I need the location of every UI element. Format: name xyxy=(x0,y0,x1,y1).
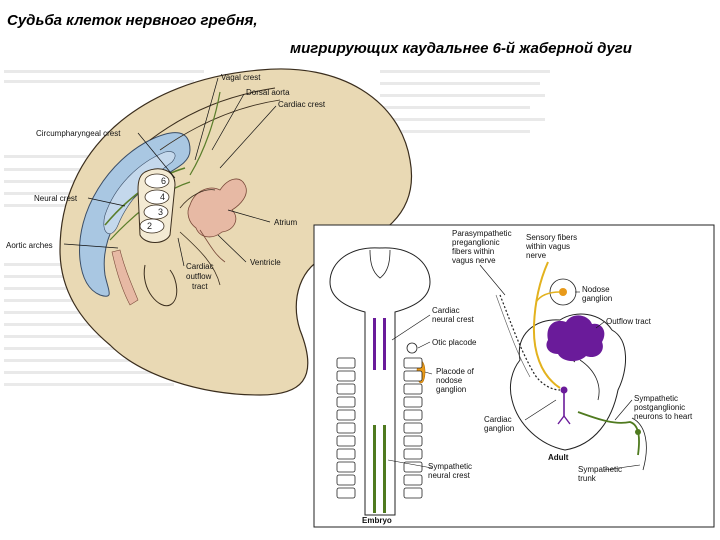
inset-figure: Parasympathetic preganglionic fibers wit… xyxy=(313,224,715,528)
embryo-leader-lines xyxy=(63,77,277,267)
label-otic-placode: Otic placode xyxy=(432,338,477,347)
label-cardiac-neural-crest-2: neural crest xyxy=(432,315,475,324)
label-sympathetic-trunk-1: Sympathetic xyxy=(578,465,622,474)
label-cardiac-ganglion-2: ganglion xyxy=(484,424,514,433)
label-sympathetic-trunk-2: trunk xyxy=(578,474,597,483)
label-parasympathetic-2: preganglionic xyxy=(452,238,500,247)
arch-number: 3 xyxy=(158,207,163,217)
label-sensory-2: within vagus xyxy=(525,242,570,251)
label-cardiac-outflow-2: outflow xyxy=(186,272,212,281)
vagal-crest-line xyxy=(189,91,221,176)
label-placode-nodose-1: Placode of xyxy=(436,367,475,376)
label-parasympathetic-4: vagus nerve xyxy=(452,256,496,265)
label-cardiac-outflow-1: Cardiac xyxy=(186,262,214,271)
sympathetic-crest-bar-right xyxy=(383,425,386,513)
label-sympathetic-neural-crest-1: Sympathetic xyxy=(428,462,472,471)
label-cardiac-outflow-3: tract xyxy=(192,282,208,291)
label-cardiac-neural-crest-1: Cardiac xyxy=(432,306,460,315)
nodose-ganglion xyxy=(559,288,567,296)
label-neural-crest: Neural crest xyxy=(34,194,78,203)
sympathetic-crest-bar-left xyxy=(373,425,376,513)
label-sympathetic-post-1: Sympathetic xyxy=(634,394,678,403)
label-placode-nodose-3: ganglion xyxy=(436,385,466,394)
arch-number: 2 xyxy=(147,221,152,231)
sympathetic-postganglionic xyxy=(577,411,640,456)
label-dorsal-aorta: Dorsal aorta xyxy=(246,88,290,97)
aortic-arch-vessel xyxy=(111,249,139,306)
label-vagal-crest: Vagal crest xyxy=(221,73,261,82)
label-adult: Adult xyxy=(548,453,569,462)
sensory-fibers xyxy=(532,261,561,389)
label-sympathetic-neural-crest-2: neural crest xyxy=(428,471,471,480)
label-parasympathetic-3: fibers within xyxy=(452,247,494,256)
heart-tissue xyxy=(187,178,247,238)
cardiac-ganglion xyxy=(560,386,568,394)
embryo-schematic xyxy=(329,247,431,516)
label-cardiac-ganglion-1: Cardiac xyxy=(484,415,512,424)
slide-title-line-2: мигрирующих каудальнее 6-й жаберной дуги xyxy=(290,40,632,57)
inset-leader-lines xyxy=(387,264,641,471)
cardiac-crest-bar-left xyxy=(373,318,376,370)
label-outflow-tract: Outflow tract xyxy=(606,317,652,326)
otic-placode xyxy=(406,342,418,354)
label-nodose-1: Nodose xyxy=(582,285,610,294)
embryo-figure: 6 4 3 2 Vagal crest Dorsal aorta Cardiac… xyxy=(6,68,413,396)
schematic-head-outline xyxy=(329,247,431,516)
adult-heart xyxy=(495,261,647,471)
label-sympathetic-post-2: postganglionic xyxy=(634,403,685,412)
arch-number: 4 xyxy=(160,192,165,202)
label-embryo: Embryo xyxy=(362,516,392,525)
somites xyxy=(336,357,423,499)
slide-title-line-1: Судьба клеток нервного гребня, xyxy=(7,12,258,29)
label-ventricle: Ventricle xyxy=(250,258,281,267)
label-parasympathetic-1: Parasympathetic xyxy=(452,229,512,238)
outflow-tract xyxy=(546,315,605,362)
arch-number: 6 xyxy=(161,176,166,186)
cardiac-crest-bar-right xyxy=(383,318,386,370)
label-nodose-2: ganglion xyxy=(582,294,612,303)
label-placode-nodose-2: nodose xyxy=(436,376,463,385)
label-sympathetic-post-3: neurons to heart xyxy=(634,412,693,421)
label-atrium: Atrium xyxy=(274,218,297,227)
lower-bulge xyxy=(143,264,178,307)
label-sensory-3: nerve xyxy=(526,251,547,260)
label-circumpharyngeal-crest: Circumpharyngeal crest xyxy=(36,129,121,138)
label-cardiac-crest: Cardiac crest xyxy=(278,100,326,109)
label-aortic-arches: Aortic arches xyxy=(6,241,53,250)
sympathetic-trunk xyxy=(631,417,647,471)
parasympathetic-fibers xyxy=(499,294,561,391)
label-sensory-1: Sensory fibers xyxy=(526,233,577,242)
